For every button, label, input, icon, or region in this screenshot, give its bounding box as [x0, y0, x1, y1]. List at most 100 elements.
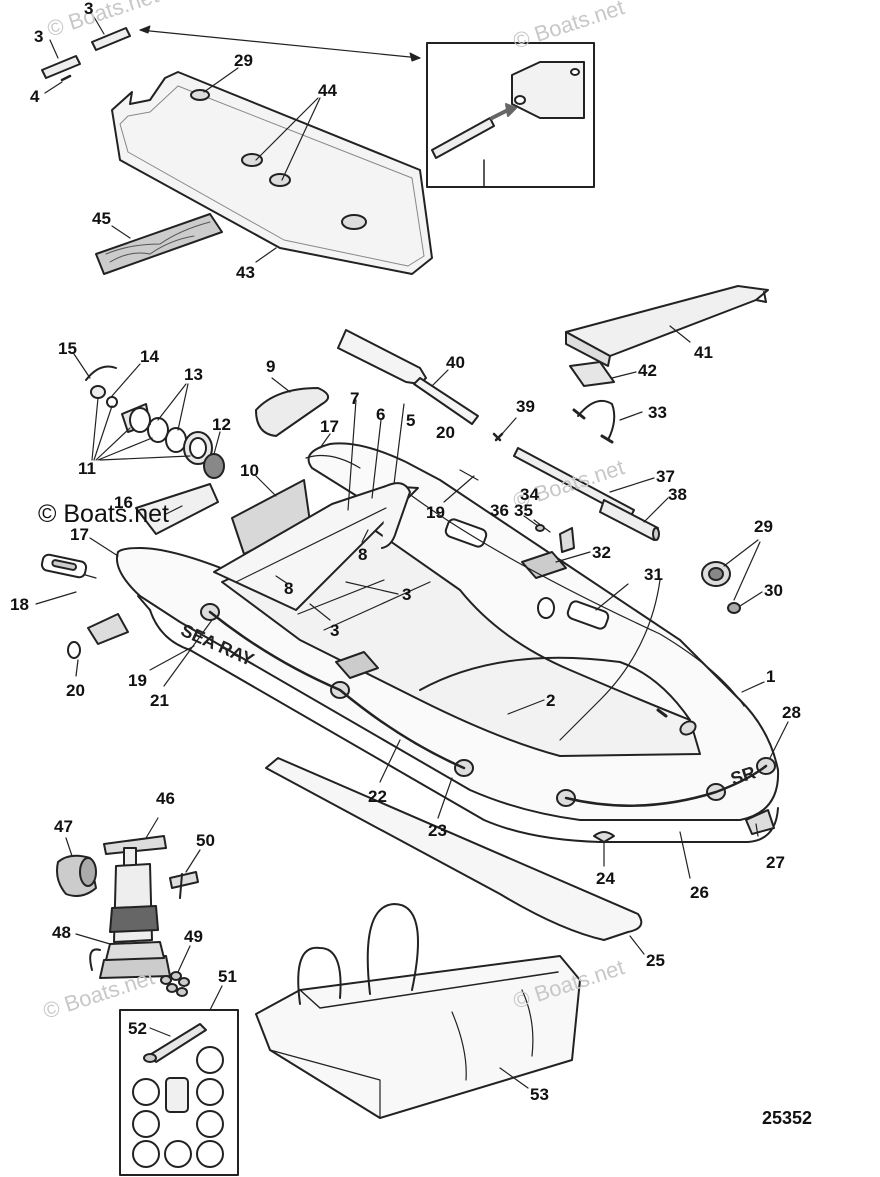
seat-part-41 [565, 285, 769, 367]
leader-line-39 [501, 417, 517, 435]
leader-line-14 [111, 363, 141, 397]
callout-5: 5 [406, 411, 416, 430]
leader-line-44a [255, 97, 319, 161]
bracket-part-42 [569, 361, 615, 387]
callout-34: 34 [520, 485, 539, 504]
leader-line-9 [271, 377, 291, 393]
leader-line-37 [609, 477, 655, 493]
pin-part-39 [492, 432, 504, 442]
inflatable-boat-hull [116, 442, 780, 843]
foot-pump-part-46-48 [89, 835, 171, 979]
callout-3: 3 [34, 27, 44, 46]
callout-14: 14 [140, 347, 159, 366]
carry-bag-part-53 [255, 903, 581, 1119]
leader-line-41 [669, 325, 691, 343]
rope-handle-part-33 [572, 400, 616, 444]
callout-10: 10 [240, 461, 259, 480]
leader-line-13a [157, 383, 187, 421]
callout-20: 20 [436, 423, 455, 442]
callout-3: 3 [330, 621, 340, 640]
leader-line-12 [213, 431, 221, 455]
callout-52: 52 [128, 1019, 147, 1038]
callout-18: 18 [10, 595, 29, 614]
leader-line-46 [145, 817, 159, 839]
leader-line-48 [75, 933, 111, 945]
pump-nozzle-part-50 [169, 871, 199, 899]
leader-line-38 [643, 497, 669, 523]
callout-29: 29 [754, 517, 773, 536]
callout-12: 12 [212, 415, 231, 434]
callout-20: 20 [66, 681, 85, 700]
leader-lines-11 [91, 397, 191, 461]
leader-line-42 [611, 371, 637, 379]
callout-50: 50 [196, 831, 215, 850]
leader-line-29a [723, 539, 759, 567]
bracket-part-16 [135, 483, 219, 535]
leader-line-52 [149, 1027, 171, 1037]
watermark-dark: © Boats.net [38, 500, 169, 528]
callout-36: 36 [490, 501, 509, 520]
valve-assembly-parts-11-15 [85, 365, 225, 479]
callout-49: 49 [184, 927, 203, 946]
leader-line-50 [185, 849, 201, 873]
rod-part-3-top [41, 27, 131, 82]
callout-17: 17 [320, 417, 339, 436]
leader-line-3a [49, 39, 59, 59]
callout-31: 31 [644, 565, 663, 584]
callout-13: 13 [184, 365, 203, 384]
callout-48: 48 [52, 923, 71, 942]
leader-line-45 [111, 225, 131, 239]
leader-line-33 [619, 411, 643, 421]
callout-15: 15 [58, 339, 77, 358]
leader-line-13b [177, 383, 189, 431]
leader-line-15 [73, 353, 91, 379]
leader-line-53 [499, 1067, 529, 1089]
callout-47: 47 [54, 817, 73, 836]
callout-2: 2 [546, 691, 556, 710]
callout-23: 23 [428, 821, 447, 840]
keel-strip-part-25 [265, 757, 643, 941]
bracket-part-19 [67, 613, 129, 659]
leader-line-25 [629, 935, 645, 955]
callout-39: 39 [516, 397, 535, 416]
callout-17: 17 [70, 525, 89, 544]
callout-22: 22 [368, 787, 387, 806]
leader-line-4 [44, 81, 63, 94]
callout-25: 25 [646, 951, 665, 970]
leader-line-29b [733, 541, 761, 601]
callout-24: 24 [596, 869, 615, 888]
valve-plug-parts-34-36 [535, 524, 575, 553]
callout-33: 33 [648, 403, 667, 422]
callout-45: 45 [92, 209, 111, 228]
pad-part-9 [255, 387, 329, 437]
leader-line-49 [177, 945, 191, 973]
leader-line-40 [431, 369, 449, 387]
rod-part-37-38 [513, 447, 660, 541]
callout-43: 43 [236, 263, 255, 282]
callout-27: 27 [766, 853, 785, 872]
callout-6: 6 [376, 405, 386, 424]
callout-9: 9 [266, 357, 276, 376]
leader-line-47 [65, 837, 73, 857]
pump-adapters-part-49 [160, 971, 190, 997]
callout-19: 19 [128, 671, 147, 690]
figure-number: 25352 [762, 1108, 813, 1128]
detail-arrow [139, 29, 421, 59]
callout-1: 1 [766, 667, 776, 686]
nonslip-strip-part-45 [95, 213, 223, 275]
callout-37: 37 [656, 467, 675, 486]
callout-46: 46 [156, 789, 175, 808]
leader-line-43 [255, 247, 277, 263]
callout-38: 38 [668, 485, 687, 504]
callout-8: 8 [358, 545, 368, 564]
callout-21: 21 [150, 691, 169, 710]
callout-53: 53 [530, 1085, 549, 1104]
callout-35: 35 [514, 501, 533, 520]
callout-3: 3 [84, 0, 94, 18]
callout-44: 44 [318, 81, 337, 100]
callout-30: 30 [764, 581, 783, 600]
valve-fitting-part-29-30 [701, 561, 741, 614]
callout-26: 26 [690, 883, 709, 902]
callout-16: 16 [114, 493, 133, 512]
